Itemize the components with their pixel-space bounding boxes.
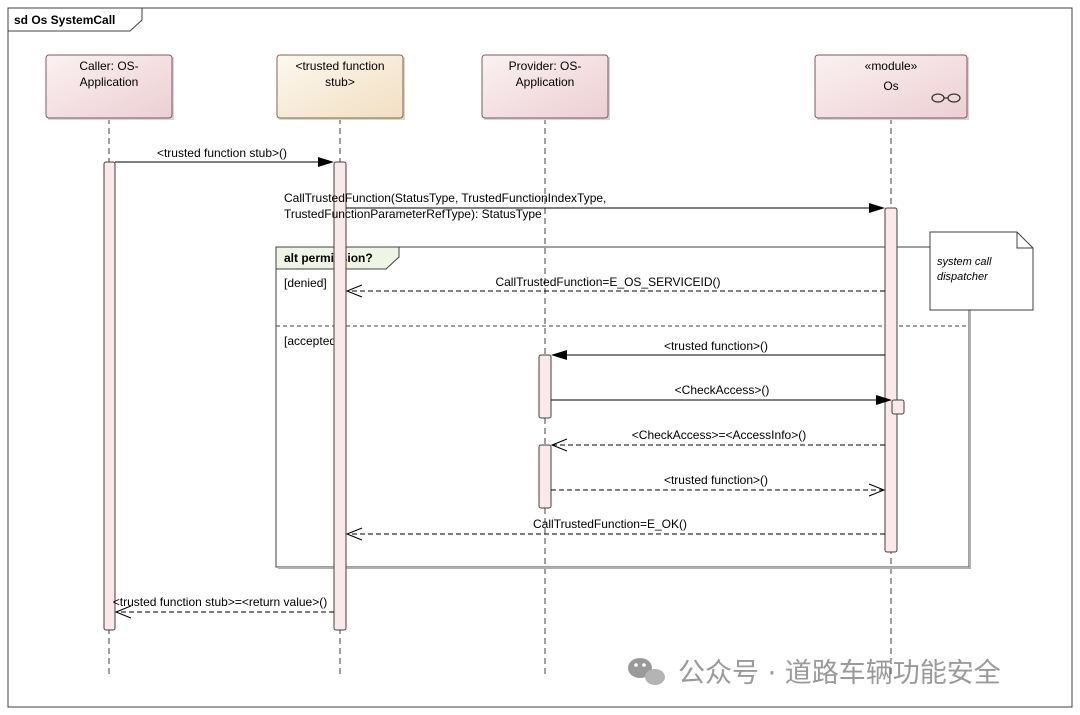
message-stub-call[interactable]: <trusted function stub>() (115, 146, 334, 167)
message-ok-return[interactable]: CallTrustedFunction=E_OK() (345, 517, 885, 541)
message-trusted-function[interactable]: <trusted function>() (551, 339, 885, 360)
message-call-trusted-label-2: TrustedFunctionParameterRefType): Status… (284, 207, 542, 221)
message-call-trusted-function[interactable]: CallTrustedFunction(StatusType, TrustedF… (284, 191, 885, 221)
message-trusted-function-return-label: <trusted function>() (664, 473, 768, 487)
lifeline-caller-name-2: Application (80, 75, 139, 89)
activation-caller (103, 161, 116, 631)
lifeline-os-stereotype: «module» (865, 59, 918, 73)
message-check-access[interactable]: <CheckAccess>() (551, 383, 892, 405)
lifeline-os-name: Os (883, 79, 898, 93)
message-trusted-function-return[interactable]: <trusted function>() (551, 473, 886, 497)
message-stub-return-label: <trusted function stub>=<return value>() (113, 595, 327, 609)
message-check-access-return[interactable]: <CheckAccess>=<AccessInfo>() (550, 428, 885, 452)
lifeline-stub-name: <trusted function (295, 59, 384, 73)
wechat-icon (628, 658, 665, 685)
diagram-frame: sd Os SystemCall (7, 7, 1073, 708)
message-denied-return-label: CallTrustedFunction=E_OS_SERVICEID() (495, 275, 720, 289)
message-check-access-label: <CheckAccess>() (675, 383, 770, 397)
lifeline-provider[interactable]: Provider: OS- Application (481, 54, 610, 120)
lifeline-os[interactable]: «module» Os (814, 54, 969, 120)
activation-bars (103, 161, 905, 631)
activation-os (884, 207, 898, 553)
activation-stub (333, 161, 347, 631)
note-text-1: system call (937, 256, 992, 268)
guard-accepted: [accepted] (284, 334, 339, 348)
message-check-access-return-label: <CheckAccess>=<AccessInfo>() (632, 428, 806, 442)
note-text-2: dispatcher (937, 271, 989, 283)
message-stub-call-label: <trusted function stub>() (157, 146, 287, 160)
lifeline-provider-name: Provider: OS- (509, 59, 582, 73)
message-call-trusted-label-1: CallTrustedFunction(StatusType, TrustedF… (284, 191, 606, 205)
activation-provider-1 (538, 354, 552, 419)
module-component-icon (931, 93, 961, 103)
message-denied-return[interactable]: CallTrustedFunction=E_OS_SERVICEID() (345, 275, 885, 298)
note-system-call-dispatcher[interactable]: system call dispatcher (929, 231, 1034, 311)
guard-denied: [denied] (284, 276, 327, 290)
lifeline-caller[interactable]: Caller: OS- Application (45, 54, 174, 120)
message-ok-return-label: CallTrustedFunction=E_OK() (533, 517, 687, 531)
lifeline-caller-name: Caller: OS- (79, 59, 138, 73)
fragment-operator: alt permission? (284, 251, 373, 265)
activation-provider-2 (538, 444, 552, 509)
lifeline-stub[interactable]: <trusted function stub> (276, 54, 405, 120)
message-stub-return[interactable]: <trusted function stub>=<return value>() (113, 595, 334, 619)
frame-title: sd Os SystemCall (14, 13, 115, 27)
message-trusted-function-label: <trusted function>() (664, 339, 768, 353)
lifeline-provider-name-2: Application (516, 75, 575, 89)
lifeline-stub-name-2: stub> (325, 75, 355, 89)
watermark-text: 公众号 · 道路车辆功能安全 (678, 658, 1001, 689)
activation-os-nested (891, 399, 905, 415)
watermark: 公众号 · 道路车辆功能安全 (628, 658, 1001, 689)
